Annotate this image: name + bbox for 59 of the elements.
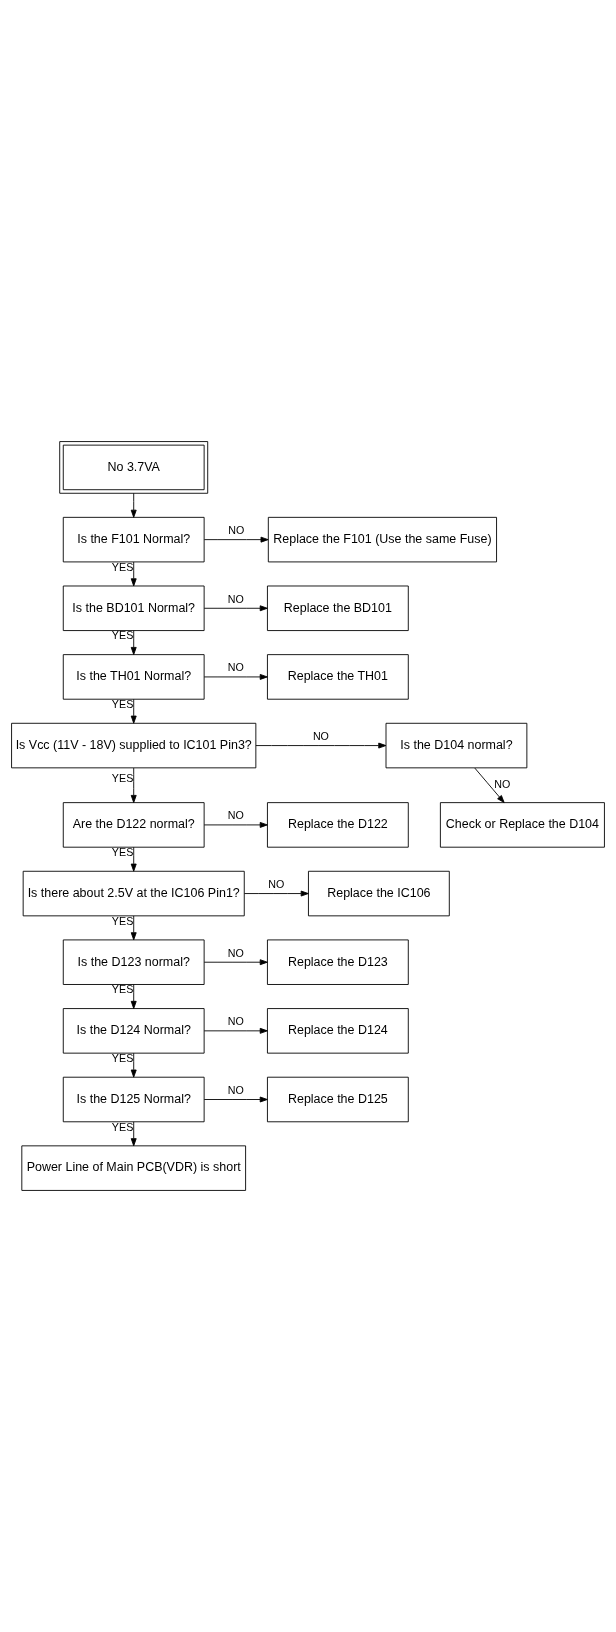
edge-label: NO (227, 661, 244, 674)
node-box: Are the D122 normal? (62, 802, 205, 848)
edge-label: NO (312, 729, 329, 742)
arrow (255, 742, 387, 749)
arrow (244, 890, 309, 897)
node-box: Replace the D123 (267, 939, 409, 985)
edge-label: NO (227, 1015, 244, 1028)
edge-label: YES (111, 698, 134, 711)
arrow (130, 1052, 137, 1078)
arrow (203, 605, 268, 612)
edge-label: NO (268, 877, 285, 890)
arrow (203, 959, 268, 966)
node-box: Is the D104 normal? (385, 722, 528, 769)
node-box: Replace the D124 (267, 1008, 409, 1054)
node-box: Is the D123 normal? (62, 939, 205, 985)
node-box: Replace the TH01 (267, 654, 409, 700)
node-box: Is there about 2.5V at the IC106 Pin1? (22, 870, 245, 917)
node-box: Replace the D122 (267, 802, 409, 848)
edge-label: YES (111, 983, 134, 996)
node-box: Is Vcc (11V - 18V) supplied to IC101 Pin3? (11, 722, 257, 769)
node-box: Is the D125 Normal? (62, 1076, 205, 1123)
node-box: Replace the IC106 (308, 870, 450, 917)
arrow (203, 674, 268, 680)
edge-label: NO (494, 778, 511, 791)
arrow (130, 846, 137, 872)
edge-label: YES (111, 629, 134, 642)
node-box: Replace the D125 (267, 1076, 409, 1123)
edge-label: YES (111, 846, 134, 859)
arrow (203, 536, 269, 543)
edge-label: YES (111, 772, 134, 785)
arrow (130, 1121, 137, 1147)
arrow (130, 915, 137, 941)
edge-label: NO (227, 1083, 244, 1096)
arrow (130, 767, 137, 803)
edge-label: NO (227, 946, 244, 959)
arrow (130, 492, 137, 518)
arrow (130, 984, 137, 1009)
node-box: Is the D124 Normal? (62, 1008, 205, 1054)
node-box: Is the BD101 Normal? (62, 585, 205, 631)
node-box: Replace the BD101 (267, 585, 409, 631)
arrow (130, 698, 137, 724)
node-box: Check or Replace the D104 (439, 802, 605, 848)
edge-label: YES (111, 1120, 134, 1133)
node-box: Is the TH01 Normal? (62, 654, 205, 700)
edge-label: YES (111, 560, 134, 573)
edge-label: NO (227, 592, 244, 605)
edge-label: NO (227, 809, 244, 822)
node-box: Replace the F101 (Use the same Fuse) (267, 516, 497, 563)
arrow (474, 767, 505, 803)
arrow (203, 1027, 268, 1034)
arrow (130, 630, 137, 655)
edge-label: YES (111, 914, 134, 927)
arrow (203, 821, 268, 828)
edge-label: YES (111, 1052, 134, 1065)
arrow (203, 1096, 268, 1103)
node-box: Is the F101 Normal? (62, 516, 205, 563)
node-box: Power Line of Main PCB(VDR) is short (21, 1145, 247, 1191)
edge-label: NO (228, 523, 245, 536)
arrow (130, 561, 137, 587)
